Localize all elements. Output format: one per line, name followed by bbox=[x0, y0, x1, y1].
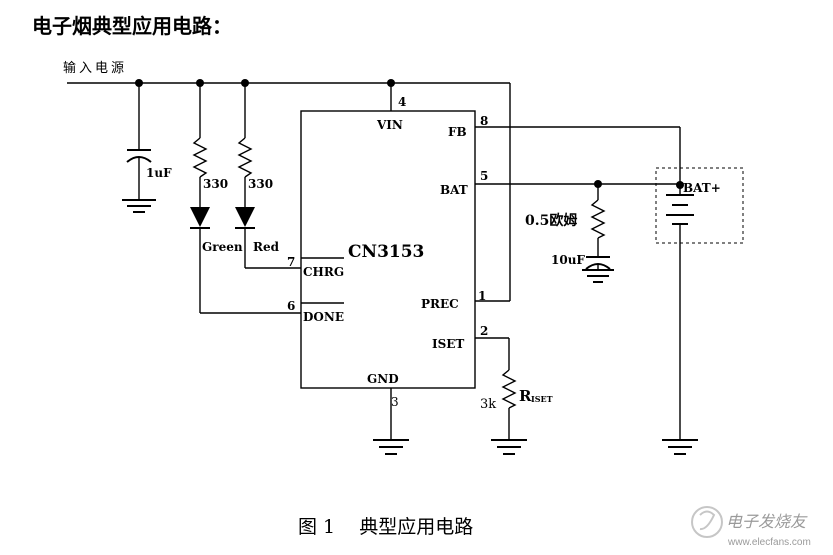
watermark-url: www.elecfans.com bbox=[727, 537, 811, 548]
figure-caption: 图 1 典型应用电路 bbox=[298, 516, 473, 538]
input-capacitor bbox=[122, 83, 156, 213]
iset-resistor-name: R bbox=[519, 387, 532, 405]
input-supply-rail bbox=[67, 79, 511, 302]
pin-bat-number: 5 bbox=[480, 169, 488, 183]
page-title: 电子烟典型应用电路： bbox=[32, 14, 232, 38]
pin-gnd-number: 3 bbox=[391, 395, 399, 409]
bat-resistor-and-capacitor bbox=[582, 184, 614, 283]
battery-symbol bbox=[662, 185, 698, 455]
pin-chrg-label: CHRG bbox=[303, 265, 344, 279]
pin-vin-number: 4 bbox=[398, 95, 406, 109]
pin-done-number: 6 bbox=[287, 299, 295, 313]
red-resistor-value: 330 bbox=[248, 177, 273, 191]
iset-resistor bbox=[475, 337, 527, 455]
pin-done-label: DONE bbox=[303, 310, 344, 324]
watermark-logo bbox=[691, 506, 723, 538]
pin-gnd-label: GND bbox=[367, 372, 399, 386]
pin-chrg-number: 7 bbox=[287, 255, 295, 269]
bat-resistor-value: 0.5欧姆 bbox=[525, 212, 577, 229]
green-resistor-value: 330 bbox=[203, 177, 228, 191]
bat-wire bbox=[475, 180, 684, 189]
iset-resistor-subscript: ISET bbox=[531, 394, 553, 404]
watermark-brand: 电子发烧友 bbox=[726, 512, 808, 531]
pin-bat-label: BAT bbox=[440, 183, 468, 197]
pin-vin-label: VIN bbox=[376, 118, 403, 132]
green-led-label: Green bbox=[202, 240, 243, 254]
battery-box bbox=[655, 167, 744, 244]
chip-body bbox=[300, 110, 476, 389]
chip-name: CN3153 bbox=[348, 242, 424, 262]
pin-iset-number: 2 bbox=[480, 324, 488, 338]
pin-prec-number: 1 bbox=[478, 289, 486, 303]
iset-resistor-value: 3k bbox=[480, 397, 496, 412]
pin-fb-label: FB bbox=[448, 125, 467, 139]
red-led-label: Red bbox=[253, 240, 280, 254]
red-led-branch bbox=[235, 83, 301, 269]
fb-wire bbox=[475, 126, 681, 185]
chip-ground bbox=[373, 388, 409, 455]
input-supply-label: 输入电源 bbox=[63, 60, 127, 76]
pin-prec-label: PREC bbox=[421, 297, 459, 311]
battery-label: BAT+ bbox=[683, 181, 721, 195]
pin-fb-number: 8 bbox=[480, 114, 488, 128]
green-led-branch bbox=[190, 83, 301, 314]
input-capacitor-value: 1uF bbox=[146, 166, 172, 180]
bat-capacitor-value: 10uF bbox=[551, 253, 585, 267]
pin-iset-label: ISET bbox=[432, 337, 464, 351]
